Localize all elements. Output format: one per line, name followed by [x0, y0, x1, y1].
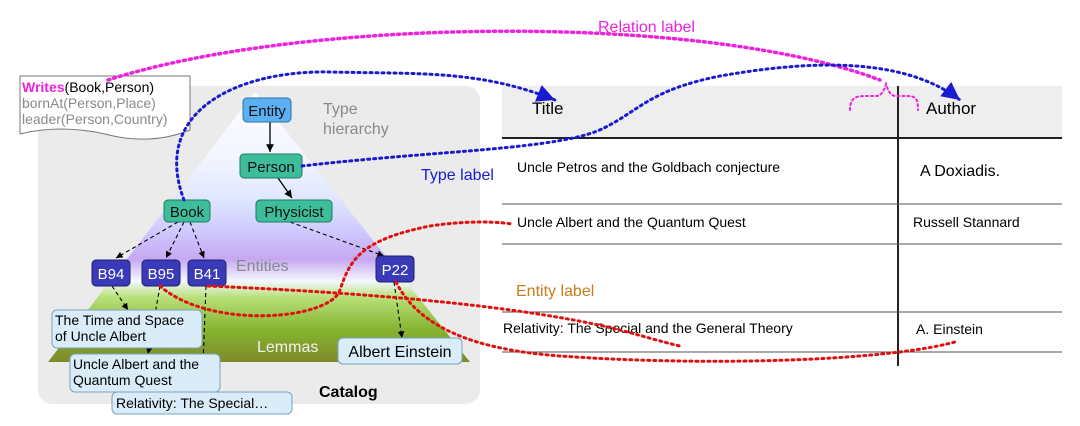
lemma-quantum-quest-line1: Uncle Albert and the: [73, 356, 199, 372]
relation-writes: Writes(Book,Person): [22, 79, 154, 95]
type-node-physicist-label: Physicist: [264, 204, 324, 221]
entity-node-b94-label: B94: [98, 266, 125, 283]
table-cell-author: Russell Stannard: [913, 214, 1020, 230]
table-cell-title: Relativity: The Special and the General …: [503, 320, 793, 336]
column-header-title: Title: [532, 99, 564, 118]
entity-label-link-b95: [158, 220, 514, 318]
edge-b41-lemma: [198, 285, 207, 393]
edge-physicist-p22: [289, 221, 385, 257]
relation-label-text: Relation label: [598, 19, 695, 36]
entity-node-b94: [91, 259, 131, 287]
lemma-box-relativity: [111, 391, 293, 415]
type-node-book: [163, 199, 211, 223]
entity-node-b95-label: B95: [148, 266, 175, 283]
table-cell-author: A. Einstein: [916, 321, 983, 337]
relation-label-link: [106, 29, 882, 82]
edge-b94-lemma: [111, 285, 129, 311]
table-cell-title: Uncle Albert and the Quantum Quest: [517, 214, 746, 230]
relation-leader: leader(Person,Country): [22, 111, 168, 127]
table-cell-author: A Doxiadis.: [920, 163, 1000, 180]
lemma-relativity: Relativity: The Special…: [116, 395, 268, 411]
type-node-physicist: [255, 199, 333, 223]
entity-label-text: Entity label: [516, 283, 594, 300]
relation-args-writes: (Book,Person): [65, 79, 154, 95]
type-label-text: Type label: [421, 167, 494, 184]
table-cell-title: Uncle Petros and the Goldbach conjecture: [517, 159, 780, 175]
type-node-person-label: Person: [247, 159, 295, 176]
relation-name-writes: Writes: [22, 79, 65, 95]
layer-label-type-line1: Type: [323, 101, 358, 118]
edge-p22-lemma: [393, 281, 405, 339]
edge-book-b94: [115, 221, 179, 259]
relations-box: [19, 75, 191, 140]
layer-label-type-line2: hierarchy: [323, 121, 389, 138]
column-header-author: Author: [926, 99, 976, 118]
lemma-albert-einstein: Albert Einstein: [348, 344, 451, 361]
layer-label-type-hierarchy: Type hierarchy: [323, 101, 389, 138]
table-header-bg: [502, 86, 1062, 138]
layer-label-entities: Entities: [236, 258, 288, 275]
type-node-entity-label: Entity: [248, 103, 286, 120]
relation-label-brace: [849, 80, 919, 111]
entity-label-link-b41: [206, 284, 682, 348]
lemma-box-albert-einstein: [337, 337, 463, 365]
catalog-title: Catalog: [319, 384, 378, 401]
relation-bornat: bornAt(Person,Place): [22, 95, 156, 111]
type-label-link-book-title: [175, 70, 557, 202]
entity-label-link-p22: [394, 280, 957, 363]
lemma-box-time-and-space: [51, 309, 203, 349]
entity-node-p22-label: P22: [382, 262, 409, 279]
lemma-quantum-quest-line2: Quantum Quest: [73, 372, 172, 388]
edge-person-physicist: [277, 177, 293, 199]
type-node-entity: [242, 97, 292, 123]
lemma-time-and-space-line2: of Uncle Albert: [55, 328, 146, 344]
layer-label-lemmas: Lemmas: [257, 339, 318, 356]
type-label-link-person-author: [300, 63, 962, 168]
entity-node-b41-label: B41: [194, 266, 221, 283]
lemma-time-and-space-line1: The Time and Space: [55, 312, 184, 328]
type-node-book-label: Book: [170, 204, 205, 221]
